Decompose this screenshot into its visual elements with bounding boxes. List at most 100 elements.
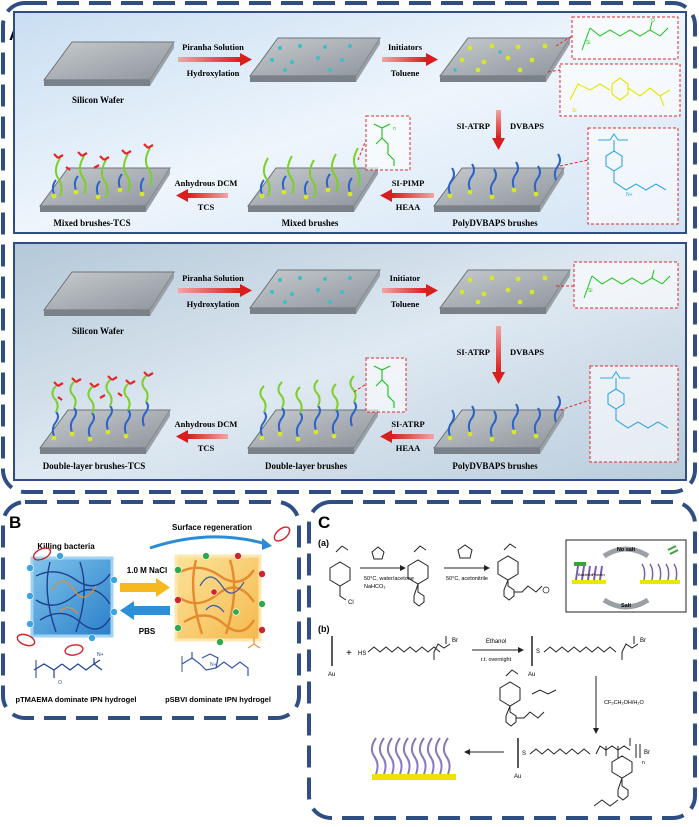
atom-s-2: S (522, 751, 526, 757)
label-au-1: Au (328, 672, 335, 678)
label-au-3: Au (514, 774, 521, 780)
svg-text:N+: N+ (97, 652, 104, 658)
wafer-caption-bottom: Silicon Wafer (72, 326, 124, 336)
label-dvbaps-bottom: DVBAPS (510, 347, 544, 357)
label-protein: Protein (592, 572, 605, 577)
label-si-atrp-bottom: SI-ATRP (457, 347, 490, 357)
arrow-piranha-bottom (178, 284, 252, 297)
arrow-si-atrp-bottom (492, 326, 505, 384)
caption-psbvi: pSBVI dominate IPN hydrogel (165, 695, 271, 704)
caption-polydvbaps-bottom: PolyDVBAPS brushes (452, 461, 538, 471)
wafer-plain-bottom (43, 271, 175, 316)
structure-vinylbenzyl-imidazole (407, 545, 429, 607)
svg-text:n: n (393, 126, 396, 132)
label-no-salt: No salt (617, 547, 636, 553)
structure-sam-initiator (543, 636, 639, 660)
svg-text:Si: Si (588, 288, 592, 294)
wafer-double-layer (247, 375, 379, 454)
wafer-initiator-top (439, 37, 571, 82)
wafer-hydroxyl-bottom (249, 269, 381, 314)
structure-propanesultone (457, 544, 473, 559)
label-bacteria: Bacteria (578, 572, 593, 577)
panel-b-label: B (9, 513, 21, 532)
label-dvbaps-top: DVBAPS (510, 121, 544, 131)
structure-vinylbenzyl-chloride (329, 545, 351, 601)
wafer-polydvbaps-top (433, 153, 565, 212)
svg-text:Si: Si (572, 108, 576, 114)
label-hydroxylation-top: Hydroxylation (187, 68, 240, 78)
structure-ptmaema: O N+ (33, 652, 104, 686)
arrow-tcs-top (176, 189, 228, 202)
wafer-plain-top (43, 41, 175, 86)
arrow-step-2 (444, 565, 490, 571)
label-cond1-bottom: NaHCO₃ (364, 584, 386, 590)
label-au-2: Au (528, 672, 535, 678)
inset-heaa-structure-bottom (353, 357, 407, 413)
structure-sbvi-monomer-b (499, 669, 557, 727)
svg-text:N+: N+ (626, 192, 633, 198)
label-plus: + (346, 648, 352, 659)
inset-initiator-yellow-top: Si (547, 63, 681, 117)
label-initiators-top: Initiators (388, 42, 423, 52)
panel-c-label: C (318, 513, 330, 532)
inset-initiator-structure-top: Si O (555, 16, 679, 60)
label-pbs: PBS (139, 627, 156, 636)
svg-text:O: O (651, 18, 655, 24)
atom-br-3: Br (644, 750, 650, 756)
wafer-polydvbaps-bottom (433, 395, 565, 454)
panel-b-frame (1, 500, 301, 720)
caption-mixed-brushes: Mixed brushes (282, 218, 339, 228)
arrow-piranha-top (178, 53, 252, 66)
wafer-mixed-brushes (247, 147, 379, 212)
arrow-pbs (120, 601, 170, 620)
label-si-atrp-top: SI-ATRP (457, 121, 490, 131)
svg-text:Si: Si (586, 40, 590, 46)
arrow-polymerization (593, 676, 599, 734)
atom-br-2: Br (640, 638, 646, 644)
label-cond2: 50°C, acetonitrile (446, 576, 488, 582)
arrow-initiators-top (382, 53, 438, 66)
svg-text:O: O (58, 680, 62, 686)
label-solvent: CF₃CH₂OH/H₂O (604, 700, 645, 706)
atom-s-1: S (536, 649, 540, 655)
structure-polysbvi-brush (529, 738, 641, 807)
wafer-mixed-brushes-tcs (39, 143, 171, 212)
structure-psbvi: N+ (181, 638, 261, 676)
label-piranha-top: Piranha Solution (182, 42, 244, 52)
salt-responsive-inset (565, 539, 687, 613)
hydrogel-ptmaema (16, 547, 118, 656)
wafer-double-layer-tcs (39, 371, 171, 454)
structure-imidazole (371, 546, 385, 560)
label-ethanol: Ethanol (486, 639, 506, 645)
brush-cartoon (370, 737, 456, 780)
caption-mixed-brushes-tcs: Mixed brushes-TCS (53, 218, 130, 228)
inset-heaa-structure-top: n (357, 115, 411, 171)
arrow-tcs-bottom (176, 430, 228, 443)
arrow-nacl (120, 578, 170, 597)
label-anhydrous-top: Anhydrous DCM (175, 178, 238, 188)
label-rt-overnight: r.t. overnight (481, 657, 512, 663)
wafer-initiator-bottom (439, 269, 571, 314)
label-si-pimp-top: SI-PIMP (392, 178, 425, 188)
label-anhydrous-bottom: Anhydrous DCM (175, 419, 238, 429)
arrow-initiator-bottom (382, 284, 438, 297)
structure-thiol-initiator (367, 636, 451, 660)
arrow-surface-regeneration (149, 526, 291, 550)
label-tcs-top: TCS (198, 202, 215, 212)
label-piranha-bottom: Piranha Solution (182, 273, 244, 283)
atom-br-1: Br (452, 638, 458, 644)
label-si-atrp-bottom-row: SI-ATRP (391, 419, 424, 429)
label-cond1-top: 50°C, water/acetone (364, 576, 414, 582)
sub-label-b: (b) (318, 624, 330, 634)
label-killing-bacteria: Killing bacteria (37, 542, 95, 551)
wafer-hydroxyl-top (249, 37, 381, 82)
inset-dvbaps-structure-top: N+ (559, 127, 679, 225)
label-toluene-bottom: Toluene (391, 299, 420, 309)
caption-double-layer-tcs: Double-layer brushes-TCS (43, 461, 146, 471)
hydrogel-psbvi (174, 552, 266, 646)
arrow-si-atrp-heaa-bottom (380, 430, 434, 443)
caption-polydvbaps-top: PolyDVBAPS brushes (452, 218, 538, 228)
inset-initiator-structure-bottom: Si (556, 261, 679, 309)
label-repeat-n: n (642, 760, 645, 766)
